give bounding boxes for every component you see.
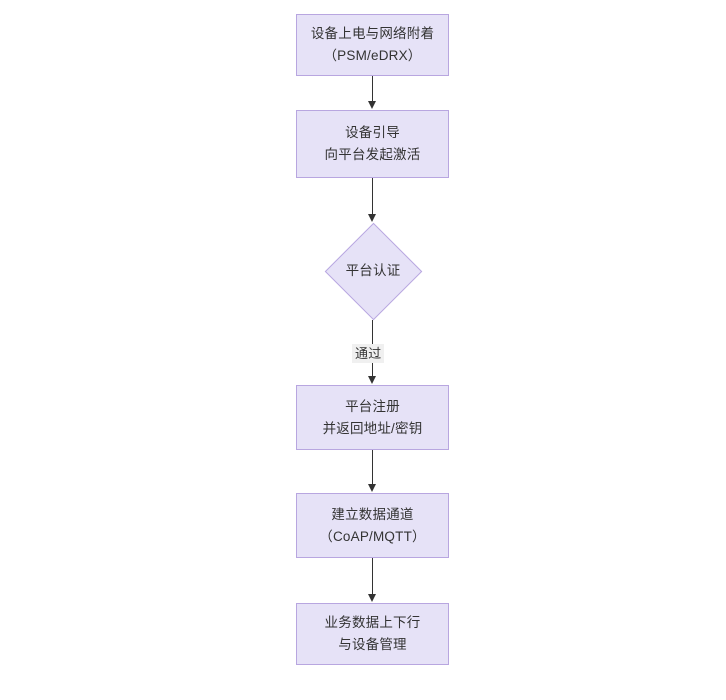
flow-node-device-power-on[interactable]: 设备上电与网络附着 （PSM/eDRX）	[296, 14, 449, 76]
node-line: 与设备管理	[338, 637, 407, 652]
node-line: 平台注册	[345, 398, 400, 414]
arrowhead-n5-n6	[368, 594, 376, 602]
node-line: 向平台发起激活	[324, 147, 421, 162]
flow-node-establish-data-channel[interactable]: 建立数据通道 （CoAP/MQTT）	[296, 493, 449, 558]
arrowhead-n3-n4	[368, 376, 376, 384]
node-line: 建立数据通道	[331, 506, 414, 522]
node-line: （CoAP/MQTT）	[319, 528, 426, 544]
node-line: （PSM/eDRX）	[323, 48, 422, 63]
node-line: 业务数据上下行	[324, 615, 421, 630]
connector-n5-n6	[372, 558, 373, 595]
flow-node-device-bootstrap[interactable]: 设备引导 向平台发起激活	[296, 110, 449, 178]
arrowhead-n4-n5	[368, 484, 376, 492]
node-line: 并返回地址/密钥	[322, 420, 423, 436]
flow-node-platform-register[interactable]: 平台注册 并返回地址/密钥	[296, 385, 449, 450]
node-line: 设备上电与网络附着	[310, 26, 435, 41]
node-line: 平台认证	[345, 263, 401, 278]
edge-label-pass: 通过	[352, 344, 385, 363]
arrowhead-n2-n3	[368, 214, 376, 222]
arrowhead-n1-n2	[368, 101, 376, 109]
flow-node-platform-auth-decision[interactable]: 平台认证	[324, 222, 422, 320]
flow-node-business-data[interactable]: 业务数据上下行 与设备管理	[296, 603, 449, 665]
connector-n4-n5	[372, 450, 373, 485]
connector-n1-n2	[372, 76, 373, 102]
node-line: 设备引导	[345, 125, 400, 140]
connector-n2-n3	[372, 178, 373, 215]
